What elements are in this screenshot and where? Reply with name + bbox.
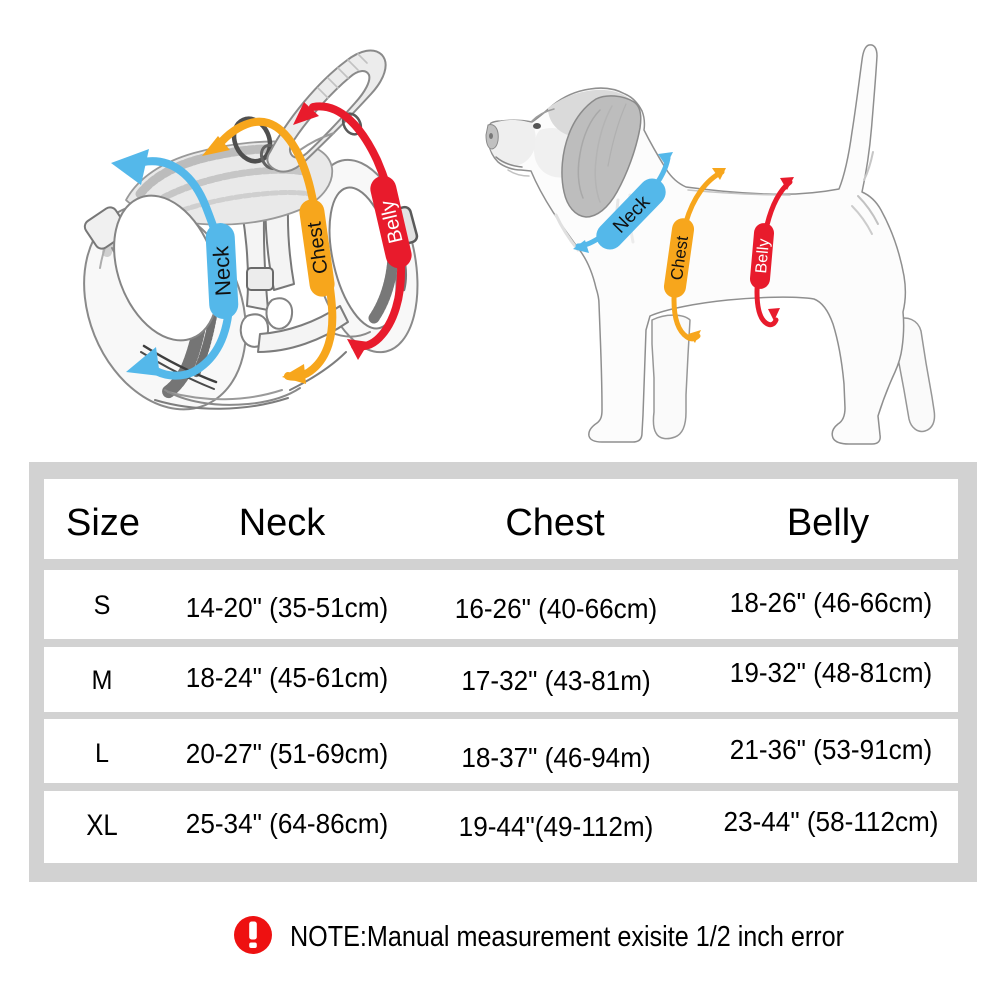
svg-text:Belly: Belly <box>753 238 773 274</box>
svg-text:Neck: Neck <box>208 244 236 296</box>
